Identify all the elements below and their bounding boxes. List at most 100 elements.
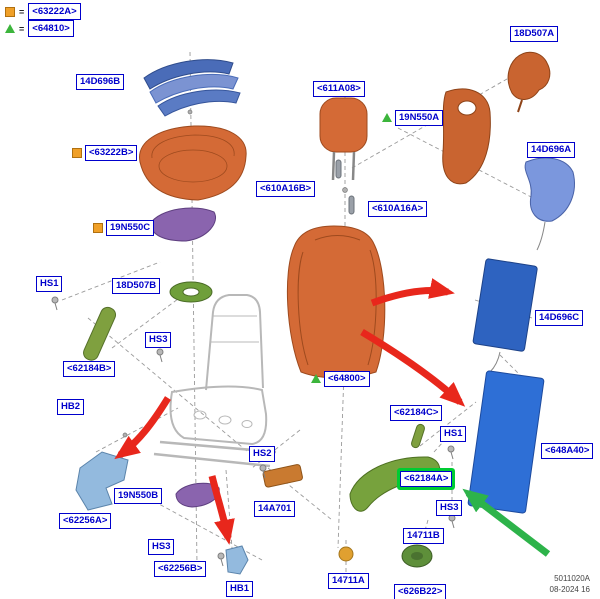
part-pad-14D696B xyxy=(143,59,241,117)
part-label-text[interactable]: <648A40> xyxy=(541,443,594,459)
part-label-text[interactable]: 14D696A xyxy=(527,142,576,158)
part-label-14D696A-6[interactable]: 14D696A xyxy=(527,142,576,158)
part-label-62256B-26[interactable]: <62256B> xyxy=(154,561,207,577)
legend-label: <63222A> xyxy=(28,3,81,20)
part-label-text[interactable]: <62184C> xyxy=(390,405,443,421)
part-bracket-HB1 xyxy=(225,545,249,575)
square-symbol-icon xyxy=(72,147,82,158)
part-label-text[interactable]: <610A16A> xyxy=(368,201,428,217)
legend-row-triangle: =<64810> xyxy=(5,20,74,37)
triangle-symbol-icon xyxy=(5,24,15,33)
part-label-text[interactable]: HS1 xyxy=(36,276,63,292)
part-18D507A xyxy=(507,51,551,113)
part-label-14D696C-15[interactable]: 14D696C xyxy=(535,310,584,326)
part-label-text[interactable]: 14711B xyxy=(403,528,444,544)
part-label-text[interactable]: 14A701 xyxy=(254,501,296,517)
part-label-text[interactable]: HS1 xyxy=(440,426,467,442)
screw-icons xyxy=(51,296,456,567)
part-label-text[interactable]: <626B22> xyxy=(394,584,447,599)
part-label-text[interactable]: HS3 xyxy=(436,500,463,516)
part-19N550C xyxy=(149,207,216,242)
part-label-text[interactable]: HS3 xyxy=(148,539,175,555)
part-19N550B xyxy=(175,482,220,508)
part-label-610A16B-7[interactable]: <610A16B> xyxy=(256,181,316,197)
part-14D696A xyxy=(524,157,575,251)
part-label-text[interactable]: HS2 xyxy=(249,446,276,462)
part-label-text[interactable]: 19N550B xyxy=(114,488,163,504)
part-label-text[interactable]: HB2 xyxy=(57,399,85,415)
part-label-text[interactable]: <62184B> xyxy=(63,361,116,377)
legend-row-square: =<63222A> xyxy=(5,3,81,20)
part-label-text[interactable]: 19N550A xyxy=(395,110,444,126)
part-label-19N550C-2[interactable]: 19N550C xyxy=(93,220,155,236)
part-label-62184A-19[interactable]: <62184A> xyxy=(400,471,453,487)
part-14A701 xyxy=(262,464,303,488)
part-label-text[interactable]: <62184A> xyxy=(400,471,453,487)
part-cushion-63222B xyxy=(139,125,247,201)
legend-label: <64810> xyxy=(28,20,74,37)
part-label-text[interactable]: 14711A xyxy=(328,573,369,589)
part-label-HS3-11[interactable]: HS3 xyxy=(145,332,172,348)
part-label-19N550A-4[interactable]: 19N550A xyxy=(382,110,444,126)
part-label-text[interactable]: <611A08> xyxy=(313,81,365,97)
part-label-62184B-12[interactable]: <62184B> xyxy=(63,361,116,377)
part-label-14D696B-0[interactable]: 14D696B xyxy=(76,74,125,90)
part-label-HB2-13[interactable]: HB2 xyxy=(57,399,85,415)
part-label-text[interactable]: 14D696B xyxy=(76,74,125,90)
red-arrows xyxy=(114,278,466,545)
part-label-611A08-3[interactable]: <611A08> xyxy=(313,81,365,97)
part-label-text[interactable]: 14D696C xyxy=(535,310,584,326)
legend-equals: = xyxy=(19,6,25,17)
part-label-18D507A-5[interactable]: 18D507A xyxy=(510,26,559,42)
part-62184B xyxy=(83,306,117,361)
part-side-shield-19N550A xyxy=(442,88,491,185)
part-label-648A40-16[interactable]: <648A40> xyxy=(541,443,594,459)
part-label-64800-14[interactable]: <64800> xyxy=(311,371,370,387)
part-label-text[interactable]: HB1 xyxy=(226,581,254,597)
part-label-text[interactable]: 19N550C xyxy=(106,220,155,236)
part-label-14711A-29[interactable]: 14711A xyxy=(328,573,369,589)
part-label-text[interactable]: <64800> xyxy=(324,371,370,387)
part-label-626B22-30[interactable]: <626B22> xyxy=(394,584,447,599)
footer-reference: 5011020A 08-2024 16 xyxy=(550,574,590,595)
part-label-610A16A-8[interactable]: <610A16A> xyxy=(368,201,428,217)
part-guides-610A16 xyxy=(335,159,355,215)
part-label-text[interactable]: <62256B> xyxy=(154,561,207,577)
part-18D507B xyxy=(169,281,213,303)
part-label-HS1-9[interactable]: HS1 xyxy=(36,276,63,292)
part-label-text[interactable]: 18D507A xyxy=(510,26,559,42)
part-seat-frame xyxy=(153,294,277,468)
part-seatback-64800 xyxy=(286,225,386,379)
green-arrow xyxy=(462,488,551,557)
part-label-18D507B-10[interactable]: 18D507B xyxy=(112,278,161,294)
part-label-14A701-22[interactable]: 14A701 xyxy=(254,501,296,517)
part-knob-14711B xyxy=(401,544,433,568)
part-label-62184C-17[interactable]: <62184C> xyxy=(390,405,443,421)
part-panel-648A40 xyxy=(467,370,545,514)
part-label-14711B-28[interactable]: 14711B xyxy=(403,528,444,544)
part-label-HS2-21[interactable]: HS2 xyxy=(249,446,276,462)
part-label-HB1-27[interactable]: HB1 xyxy=(226,581,254,597)
part-label-text[interactable]: 18D507B xyxy=(112,278,161,294)
part-bracket-62256A xyxy=(75,451,129,511)
part-label-19N550B-23[interactable]: 19N550B xyxy=(114,488,163,504)
footer-doc-code: 5011020A xyxy=(554,574,590,584)
part-label-text[interactable]: HS3 xyxy=(145,332,172,348)
footer-doc-date: 08-2024 16 xyxy=(549,584,590,594)
part-label-63222B-1[interactable]: <63222B> xyxy=(72,145,138,161)
part-label-HS3-20[interactable]: HS3 xyxy=(436,500,463,516)
square-symbol-icon xyxy=(5,6,15,17)
part-bolt-14711A xyxy=(338,546,354,562)
part-label-62256A-24[interactable]: <62256A> xyxy=(59,513,112,529)
part-label-text[interactable]: <610A16B> xyxy=(256,181,316,197)
part-label-HS3-25[interactable]: HS3 xyxy=(148,539,175,555)
part-panel-14D696C xyxy=(472,258,538,373)
part-label-HS1-18[interactable]: HS1 xyxy=(440,426,467,442)
part-clip-62184C xyxy=(411,423,425,449)
part-label-text[interactable]: <63222B> xyxy=(85,145,138,161)
part-label-text[interactable]: <62256A> xyxy=(59,513,112,529)
